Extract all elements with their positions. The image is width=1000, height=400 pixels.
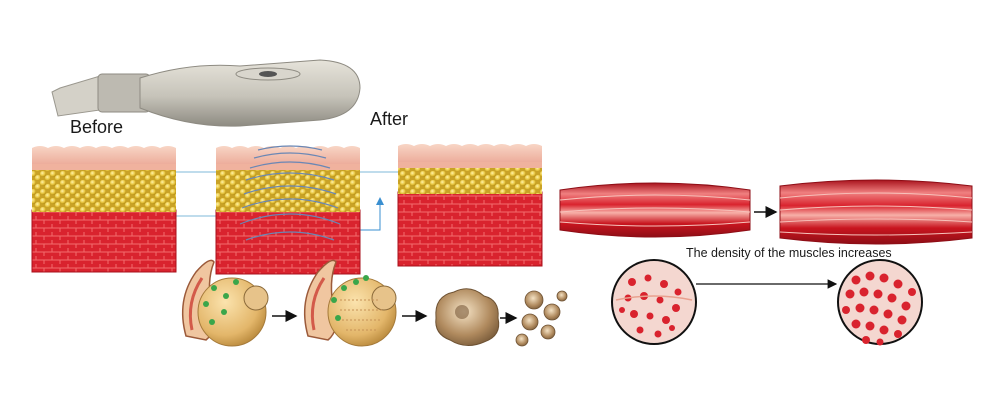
muscle-density-caption: The density of the muscles increases: [686, 246, 892, 260]
before-label: Before: [70, 117, 124, 137]
tissue-block-after: [397, 144, 543, 267]
after-label: After: [370, 109, 409, 129]
ultrasound-waves: [239, 145, 341, 241]
ultrasound-handpiece-icon: [51, 59, 361, 127]
fat-cell-icon: [435, 288, 500, 346]
muscle-fiber-icon: [779, 179, 973, 245]
muscle-fiber-icon: [559, 182, 751, 238]
tissue-block-treatment: [215, 145, 361, 275]
tissue-cross-section-icon: [837, 259, 923, 346]
fat-cell-icon: [303, 259, 397, 347]
fat-cell-sequence: [181, 259, 568, 347]
tissue-block-before: [31, 146, 177, 273]
fat-cell-icon: [181, 259, 269, 347]
fat-cell-fragments: [515, 290, 568, 347]
tissue-cross-section-icon: [611, 259, 697, 345]
